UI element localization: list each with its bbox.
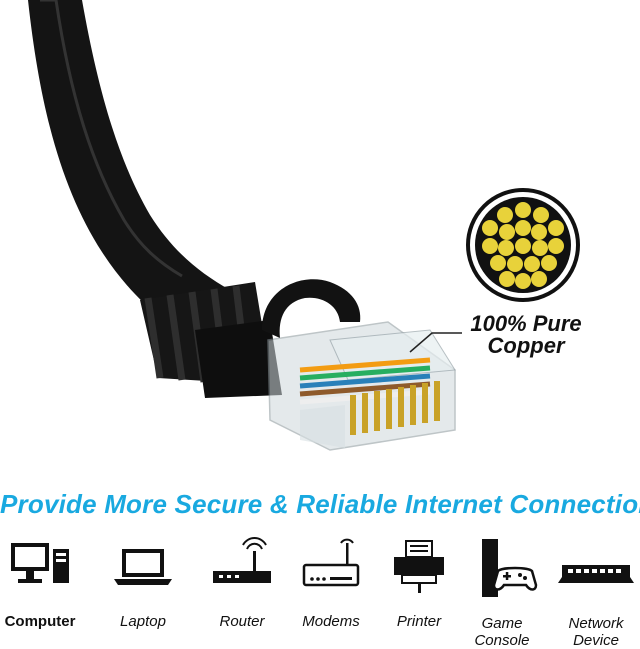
connector-latch <box>262 279 361 338</box>
device-label: Laptop <box>120 613 166 630</box>
device-router: Router <box>197 535 287 649</box>
copper-label-line1: 100% Pure <box>470 311 582 336</box>
callout-line <box>409 332 462 353</box>
device-network: Network Device <box>551 535 640 649</box>
game-console-icon <box>482 539 538 597</box>
device-game-console: Game Console <box>457 535 547 649</box>
copper-label: 100% Pure Copper <box>466 313 586 357</box>
device-label: Game Console <box>457 615 547 649</box>
flat-cable <box>28 0 230 345</box>
copper-cross-section <box>466 188 580 302</box>
device-label: Computer <box>4 613 76 630</box>
device-label-line1: Network <box>568 615 624 632</box>
device-label: Network Device <box>551 615 640 649</box>
device-label: Printer <box>396 613 442 630</box>
ethernet-cable-illustration <box>28 0 580 451</box>
modem-icon <box>302 538 360 587</box>
network-switch-icon <box>558 565 634 583</box>
device-label: Modems <box>302 613 360 630</box>
device-label: Router <box>219 613 265 630</box>
device-modems: Modems <box>286 535 376 649</box>
device-label-line1: Game <box>481 615 523 632</box>
device-label-line2: Console <box>474 632 530 649</box>
rj45-plug <box>267 321 456 451</box>
device-printer: Printer <box>374 535 464 649</box>
device-compatibility-row: Computer Laptop Router <box>0 535 640 649</box>
device-label-line2: Device <box>573 632 619 649</box>
printer-icon <box>394 540 444 593</box>
device-laptop: Laptop <box>98 535 188 649</box>
headline: Provide More Secure & Reliable Internet … <box>0 489 640 519</box>
device-computer: Computer <box>0 535 85 649</box>
router-icon <box>213 537 271 583</box>
strain-relief-boot <box>140 282 282 398</box>
copper-label-line2: Copper <box>487 333 565 358</box>
laptop-icon <box>114 549 172 585</box>
computer-icon <box>11 543 69 583</box>
